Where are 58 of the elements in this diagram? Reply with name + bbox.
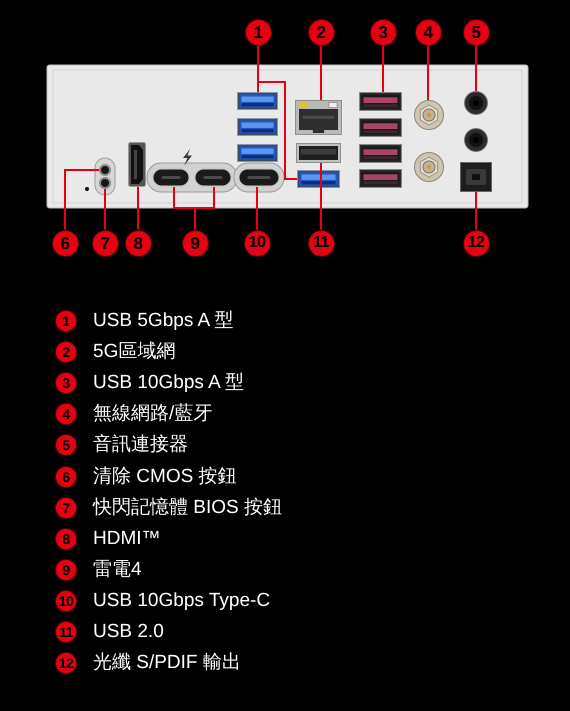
- callout-number: 11: [308, 230, 334, 256]
- callout-number: 1: [244, 18, 272, 46]
- port-description: 清除 CMOS 按鈕: [93, 466, 237, 488]
- port-description: 光纖 S/PDIF 輸出: [93, 652, 241, 674]
- callout-number: 10: [244, 230, 270, 256]
- port-description: 音訊連接器: [93, 434, 188, 456]
- leader-line: [104, 189, 106, 230]
- leader-line: [475, 192, 477, 230]
- optical-audio-port: [460, 162, 492, 192]
- callout-number: 6: [55, 466, 77, 488]
- usb-c-port: [238, 168, 280, 187]
- leader-line: [320, 46, 322, 100]
- usb-c-port: [152, 168, 190, 187]
- port-description: HDMI™: [93, 528, 161, 550]
- callout-number: 3: [370, 18, 396, 46]
- leader-line: [475, 46, 477, 91]
- callout-number: 7: [92, 230, 118, 256]
- leader-line: [137, 187, 139, 230]
- port-description: 雷電4: [93, 558, 142, 581]
- leader-line: [256, 187, 258, 230]
- callout-number: 11: [55, 621, 77, 643]
- callout-number: 8: [124, 230, 152, 256]
- port-description: 快閃記憶體 BIOS 按鈕: [93, 496, 282, 519]
- antenna-connector: [414, 100, 444, 130]
- callout-number: 9: [182, 230, 208, 256]
- callout-number: 4: [55, 403, 77, 426]
- leader-line: [382, 46, 384, 92]
- port-description: USB 5Gbps A 型: [93, 310, 234, 332]
- callout-number: 9: [55, 558, 77, 581]
- usb-port: [297, 170, 340, 188]
- usb-c-port: [194, 168, 232, 187]
- callout-number: 5: [55, 434, 77, 456]
- usb-port: [359, 92, 402, 111]
- ethernet-port: [295, 100, 342, 135]
- callout-number: 2: [308, 18, 334, 46]
- callout-number: 2: [55, 341, 77, 364]
- callout-number: 12: [462, 230, 490, 256]
- callout-number: 7: [55, 496, 77, 519]
- port-description: USB 2.0: [93, 621, 164, 643]
- callout-number: 3: [55, 372, 77, 394]
- leader-line: [64, 169, 99, 230]
- usb-port: [296, 143, 341, 163]
- leader-line: [320, 163, 322, 230]
- callout-number: 5: [462, 18, 490, 46]
- port-description: USB 10Gbps A 型: [93, 372, 244, 394]
- hdmi-port: [128, 142, 146, 187]
- callout-number: 6: [52, 230, 78, 256]
- audio-jack: [464, 91, 488, 115]
- callout-number: 1: [55, 310, 77, 332]
- usb-port: [237, 92, 278, 110]
- port-description: USB 10Gbps Type-C: [93, 590, 270, 612]
- leader-line: [427, 46, 429, 100]
- callout-number: 12: [55, 652, 77, 674]
- callout-number: 4: [414, 18, 442, 46]
- port-description: 無線網路/藍牙: [93, 403, 212, 426]
- port-description: 5G區域網: [93, 341, 176, 364]
- callout-number: 10: [55, 590, 77, 612]
- callout-number: 8: [55, 528, 77, 550]
